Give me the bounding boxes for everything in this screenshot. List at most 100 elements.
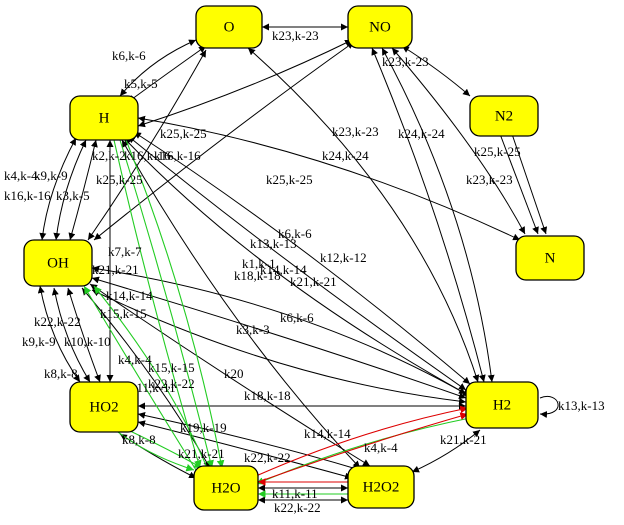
edge-label: k10,k-10 [64, 334, 111, 349]
edge-label: k18,k-18 [234, 268, 281, 283]
edge-label: k14,k-14 [260, 262, 307, 277]
edge-label: k13,k-13 [250, 236, 297, 251]
edge-label: k22,k-22 [148, 376, 195, 391]
edge-label: k11,k-11 [272, 486, 318, 501]
node-label: O [224, 19, 235, 35]
edge-green-ho2-h2o-2 [127, 429, 203, 469]
edge-label: k24,k-24 [322, 148, 369, 163]
edge-label: k23,k-23 [332, 124, 379, 139]
node-label: N [545, 250, 556, 266]
edge-green-h-h2o-1 [113, 139, 202, 469]
edge-red-h2o-h2-1 [255, 405, 469, 477]
edge-label: k22,k-22 [34, 314, 81, 329]
edge-label: k25,k-25 [474, 144, 521, 159]
edge-label: k22,k-22 [274, 500, 321, 515]
edge-label: k1,k-1 [242, 256, 276, 271]
edge-label: k19,k-19 [180, 420, 227, 435]
node-box [465, 381, 539, 429]
edge-label: k4,k-4 [118, 352, 152, 367]
edge-green-h-h2o-2 [119, 139, 214, 469]
edge-label: k25,k-25 [96, 172, 143, 187]
edge-label: k16,k-16 [4, 188, 51, 203]
node-label: H [99, 110, 110, 126]
edge-label: k4,k-4 [364, 440, 398, 455]
node-oh: OH [23, 239, 93, 287]
edge-label: k21,k-21 [290, 274, 337, 289]
node-n: N [515, 235, 585, 281]
edge-h2-h2o2 [411, 429, 481, 473]
edge-label: k16,k-16 [124, 148, 171, 163]
edge-label: k9,k-9 [22, 334, 56, 349]
edge-label: k16,k-16 [154, 148, 201, 163]
edge-h2-selfloop [539, 396, 559, 418]
node-box [515, 235, 585, 281]
edges-layer [37, 23, 559, 504]
node-label: N2 [495, 108, 513, 124]
node-box [69, 381, 139, 433]
node-h: H [69, 95, 139, 141]
edge-label: k25,k-25 [160, 126, 207, 141]
edge-label: k14,k-14 [106, 288, 153, 303]
edge-label: k25,k-25 [266, 172, 313, 187]
node-h2o2: H2O2 [347, 465, 415, 509]
edge-label: k11,k-11 [130, 380, 176, 395]
edge-green-oh-h2o-1 [83, 285, 197, 471]
node-box [23, 239, 93, 287]
node-ho2: HO2 [69, 381, 139, 433]
edge-label: k9,k-9 [34, 168, 68, 183]
edge-label: k23,k-23 [272, 28, 319, 43]
edge-label: k3,k-5 [56, 188, 90, 203]
edge-label: k15,k-15 [148, 360, 195, 375]
node-label: H2O2 [363, 479, 400, 495]
node-o: O [195, 5, 263, 49]
edge-no-oh [93, 41, 355, 241]
node-label: H2 [493, 397, 511, 413]
edge-label: k23,k-23 [382, 54, 429, 69]
edge-label: k20 [224, 366, 244, 381]
edge-label: k6,k-6 [112, 48, 146, 63]
node-n2: N2 [469, 95, 539, 137]
edge-red-h2o-h2-2 [257, 412, 469, 483]
edge-green-ho2-h2o-1 [117, 431, 195, 472]
node-h2o: H2O [193, 465, 259, 511]
edge-labels-layer: k6,k-6 k5,k-5 k23,k-23 k23,k-23 k25,k-25 k2,k… [4, 28, 605, 515]
edge-label: k15,k-15 [100, 306, 147, 321]
edge-label: k8,k-8 [122, 432, 156, 447]
edge-label: k22,k-22 [244, 450, 291, 465]
edge-label: k23,k-23 [466, 172, 513, 187]
edge-label: k21,k-21 [440, 432, 487, 447]
node-box [193, 465, 259, 511]
node-h2: H2 [465, 381, 539, 429]
node-box [347, 465, 415, 509]
edge-label: k12,k-12 [320, 250, 367, 265]
node-label: H2O [211, 480, 240, 496]
node-box [69, 95, 139, 141]
edge-label: k21,k-21 [178, 446, 225, 461]
edge-green-h-h2o-3 [125, 139, 225, 469]
node-label: OH [47, 255, 69, 271]
edge-label: k7,k-7 [108, 244, 142, 259]
edge-label: k6,k-6 [280, 310, 314, 325]
edge-no-h2-2 [371, 47, 486, 383]
node-box [347, 5, 413, 49]
node-box [469, 95, 539, 137]
edge-no-n-1 [391, 47, 526, 235]
node-label: HO2 [89, 399, 118, 415]
edge-green-oh-h2o-2 [93, 285, 209, 471]
edge-ho2-h2o2-2 [137, 420, 353, 480]
edge-label: k4,k-4 [4, 168, 38, 183]
node-box [195, 5, 263, 49]
edge-label: k13,k-13 [558, 398, 605, 413]
edge-label: k6,k-6 [278, 226, 312, 241]
edge-h-oh-3 [68, 139, 98, 241]
edge-label: k14,k-14 [304, 426, 351, 441]
edge-label: k21,k-21 [92, 262, 139, 277]
node-no: NO [347, 5, 413, 49]
node-label: NO [369, 19, 391, 35]
edge-label: k2,k-2 [92, 148, 126, 163]
edge-label: k5,k-5 [124, 76, 158, 91]
edge-label: k24,k-24 [398, 126, 445, 141]
edge-label: k8,k-8 [44, 366, 78, 381]
